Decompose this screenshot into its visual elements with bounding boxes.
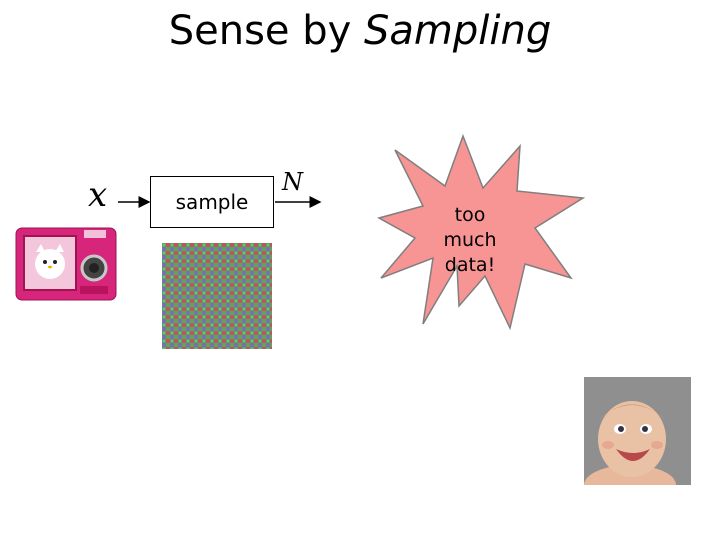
sensor-mosaic-image <box>162 243 272 349</box>
title-prefix: Sense by <box>168 8 365 54</box>
sample-block-label: sample <box>175 190 249 214</box>
burst-text: too much data! <box>420 203 520 278</box>
output-symbol: N <box>282 168 303 196</box>
burst-line-3: data! <box>444 254 496 276</box>
too-much-data-burst <box>377 133 586 331</box>
burst-line-2: much <box>443 229 497 251</box>
input-symbol: x <box>88 175 108 215</box>
slide-title: Sense by Sampling <box>0 8 720 54</box>
title-emphasis: Sampling <box>364 8 552 54</box>
burst-line-1: too <box>454 204 486 226</box>
camera-image <box>15 227 117 301</box>
baby-photo <box>584 377 691 485</box>
sample-block: sample <box>150 176 274 228</box>
